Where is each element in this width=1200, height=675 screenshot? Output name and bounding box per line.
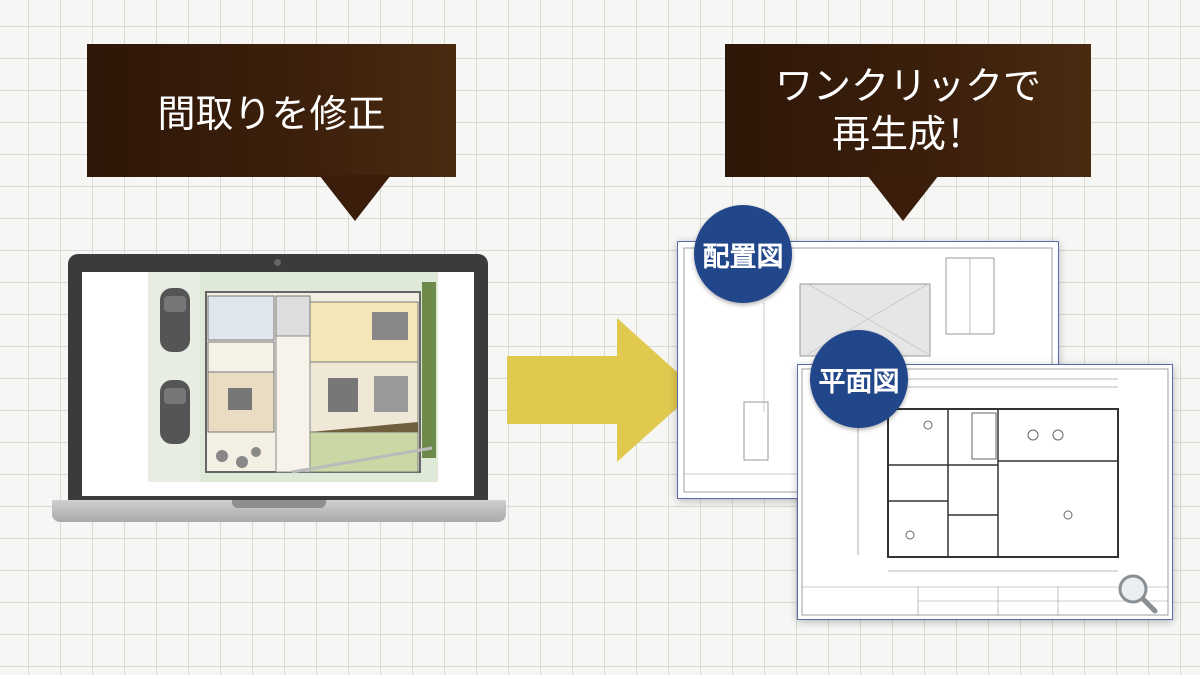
floor-plan-badge: 平面図 [810,330,908,428]
magnifier-icon[interactable] [1115,571,1159,615]
regenerate-text-line2: 再生成！ [831,111,984,156]
edit-floorplan-text: 間取りを修正 [157,92,386,136]
regenerate-callout: ワンクリックで 再生成！ [725,44,1091,221]
site-plan-badge-label: 配置図 [702,241,784,273]
arrow-shape [507,318,697,462]
laptop-screen [82,272,474,496]
laptop-lid [68,254,488,502]
edit-floorplan-callout: 間取りを修正 [87,44,456,221]
site-plan-badge: 配置図 [694,205,792,303]
floorplan-3d-illustration [148,272,438,482]
laptop-base [52,500,506,522]
regenerate-text-line1: ワンクリックで [774,64,1041,108]
laptop-notch [232,500,326,508]
webcam-icon [274,259,281,266]
floor-plan-drawing [801,368,1169,616]
right-arrow-icon [507,318,697,462]
floor-plan-badge-label: 平面図 [818,366,900,398]
laptop-illustration [52,254,506,524]
